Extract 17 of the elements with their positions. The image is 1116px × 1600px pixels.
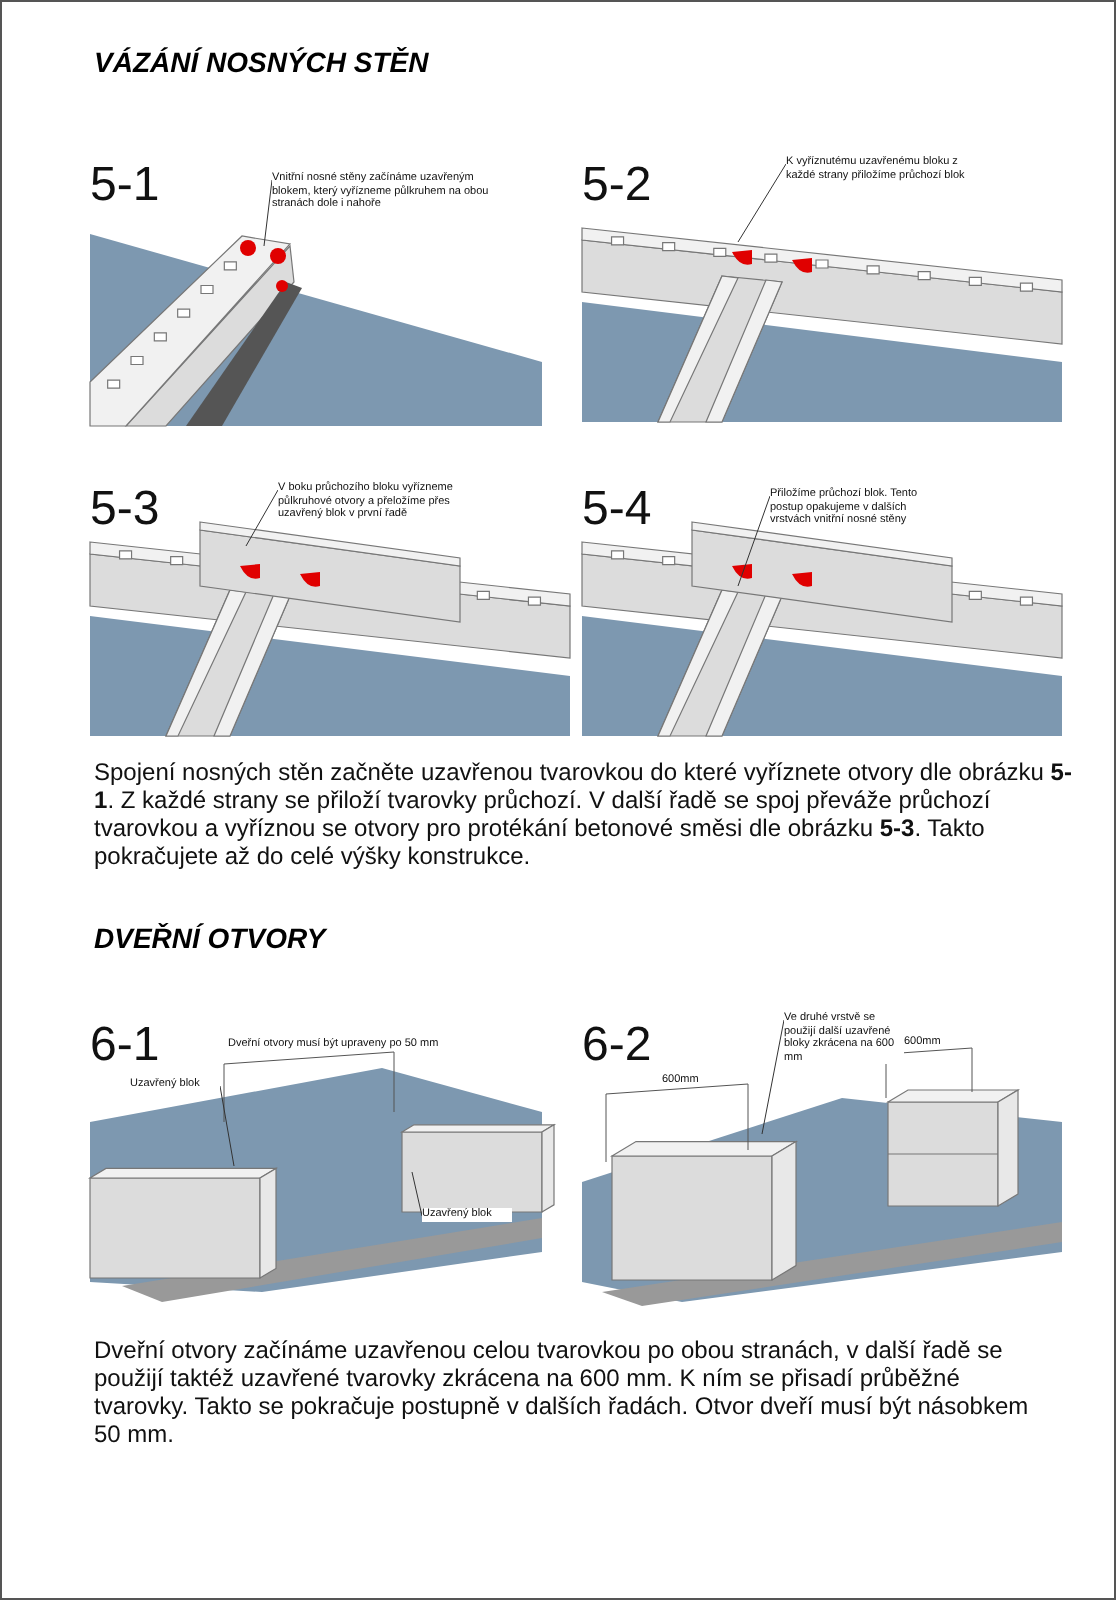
paragraph: Dveřní otvory začínáme uzavřenou celou tvarovkou po obou stranách, v další řadě se použijí taktéž uzavřené tvarovky zkrácena na 600 mm. K ním se přisadí průběžné tvarovky. Takto se pokračuje postupně v dalších řadách. Otvor dveří musí být násobkem 50 mm. [94, 1336, 1031, 1448]
figure-number: 5-4 [582, 486, 652, 534]
figure-number: 5-1 [90, 162, 160, 210]
figure-number: 6-2 [582, 1022, 652, 1070]
figure-number: 6-1 [90, 1022, 160, 1070]
leader-line [263, 179, 273, 247]
leader-line [411, 1171, 423, 1217]
leader-line [245, 489, 279, 547]
leader-line [219, 1085, 235, 1167]
section-heading: DVEŘNÍ OTVORY [94, 922, 326, 954]
leader-line [737, 495, 771, 587]
leader-line [737, 163, 787, 243]
leader-line [761, 1019, 785, 1135]
paragraph: Spojení nosných stěn začněte uzavřenou tvarovkou do které vyříznete otvory dle obrázku 5-1. Z každé strany se přiloží tvarovky průchozí. V další řadě se spoj převáže průchozí tvarovkou a vyříznou se otvory pro protékání betonové směsi dle obrázku 5-3. Takto pokračujete až do celé výšky konstrukce. [94, 758, 1074, 870]
figure-number: 5-3 [90, 486, 160, 534]
page-title: VÁZÁNÍ NOSNÝCH STĚN [94, 46, 429, 78]
figure-number: 5-2 [582, 162, 652, 210]
